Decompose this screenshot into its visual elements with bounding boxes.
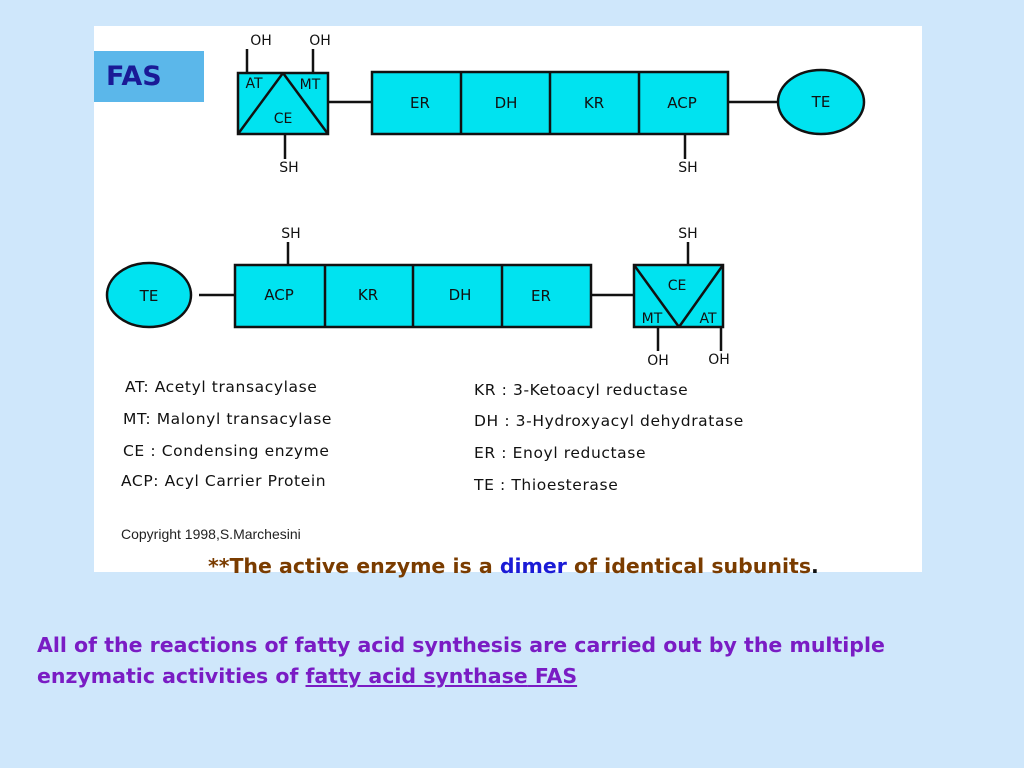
upper-acp-sh: SH	[678, 160, 697, 176]
upper-domain-kr: KR	[584, 94, 604, 112]
lower-te-circle	[105, 261, 193, 329]
lower-domain-er: ER	[531, 287, 551, 305]
lower-acp-sh: SH	[281, 226, 300, 242]
note-period: .	[811, 554, 819, 578]
lower-oh-left: OH	[647, 353, 669, 369]
fas-figure: AT MT CE OH OH SH ER DH KR ACP SH TE TE …	[94, 26, 922, 572]
paragraph-text: All of the reactions of fatty acid synth…	[37, 633, 885, 688]
lower-domain-dh: DH	[449, 286, 472, 304]
legend-dh: DH : 3-Hydroxyacyl dehydratase	[474, 412, 744, 430]
lower-ce-label: CE	[668, 278, 687, 294]
legend-kr: KR : 3-Ketoacyl reductase	[474, 381, 689, 399]
legend-at: AT: Acetyl transacylase	[125, 378, 318, 396]
legend-ce: CE : Condensing enzyme	[123, 442, 330, 460]
note-suffix: of identical subunits	[566, 554, 812, 578]
dimer-note: **The active enzyme is a dimer of identi…	[208, 554, 819, 578]
upper-domain-er: ER	[410, 94, 430, 112]
fas-paragraph: All of the reactions of fatty acid synth…	[37, 630, 997, 692]
copyright-text: Copyright 1998,S.Marchesini	[121, 526, 301, 542]
legend-te: TE : Thioesterase	[474, 476, 619, 494]
fas-diagram: AT MT CE OH OH SH ER DH KR ACP SH TE TE …	[105, 33, 866, 369]
lower-sh-top: SH	[678, 226, 697, 242]
lower-te-label: TE	[139, 287, 159, 305]
upper-domain-dh: DH	[495, 94, 518, 112]
legend-acp: ACP: Acyl Carrier Protein	[121, 472, 327, 490]
fas-badge: FAS	[94, 51, 204, 102]
lower-domain-kr: KR	[358, 286, 378, 304]
upper-condensing-box	[236, 71, 330, 136]
upper-oh-left: OH	[250, 33, 272, 49]
note-prefix: **The active enzyme is a	[208, 554, 500, 578]
fas-link[interactable]: FAS	[527, 664, 578, 688]
fatty-acid-synthase-link[interactable]: fatty acid synthase	[305, 664, 528, 688]
upper-mt-label: MT	[300, 77, 321, 93]
lower-mt-label: MT	[642, 311, 663, 327]
lower-domain-acp: ACP	[264, 286, 294, 304]
upper-oh-right: OH	[309, 33, 331, 49]
legend-mt: MT: Malonyl transacylase	[123, 410, 333, 428]
upper-te-label: TE	[811, 93, 831, 111]
upper-ce-label: CE	[274, 111, 293, 127]
legend-er: ER : Enoyl reductase	[474, 444, 647, 462]
lower-condensing-box	[632, 263, 725, 329]
upper-domain-acp: ACP	[667, 94, 697, 112]
upper-sh-bottom: SH	[279, 160, 298, 176]
lower-at-label: AT	[699, 311, 716, 327]
upper-at-label: AT	[245, 76, 262, 92]
note-dimer: dimer	[499, 554, 567, 578]
upper-te-circle	[776, 68, 866, 136]
lower-oh-right: OH	[708, 352, 730, 368]
